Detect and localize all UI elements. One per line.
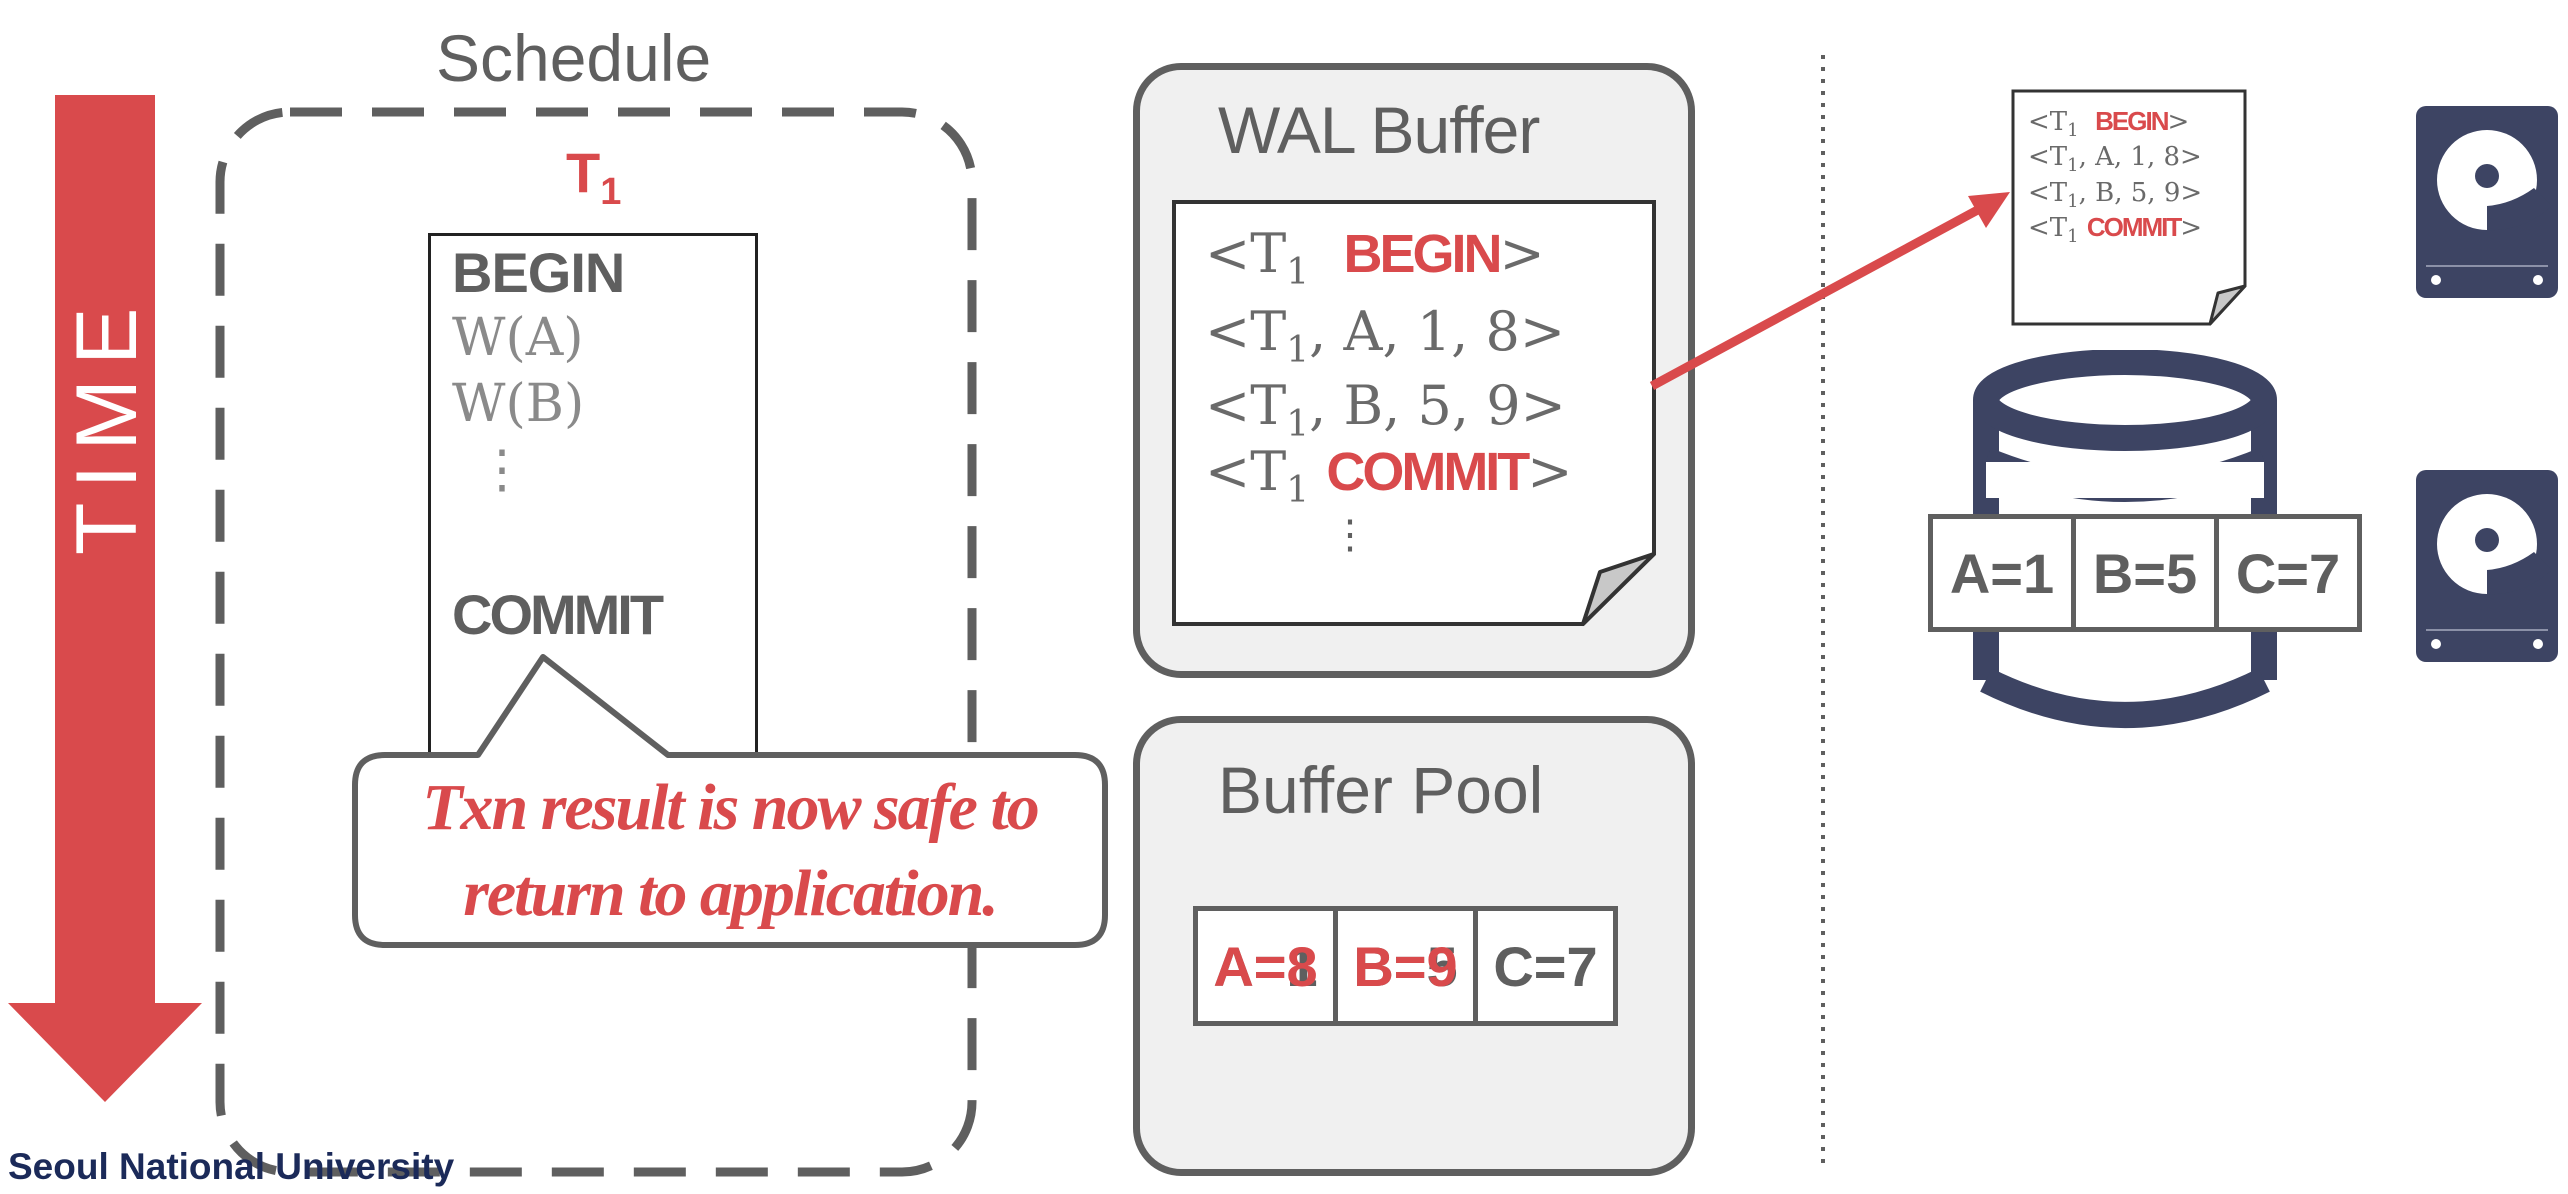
disk-record-write-b: <T1, B, 5, 9> <box>2028 178 2203 213</box>
wal-log-page <box>1172 200 1656 626</box>
db-page-a: A=1 <box>1928 514 2076 632</box>
callout-bubble <box>352 654 1108 948</box>
schedule-title: Schedule <box>436 21 712 95</box>
txn-label: T1 <box>566 141 622 214</box>
callout-text: Txn result is now safe to return to appl… <box>360 765 1100 937</box>
disk-record-write-a: <T1, A, 1, 8> <box>2028 142 2202 177</box>
disk-log-page <box>2011 89 2247 326</box>
schedule-box <box>215 107 977 1177</box>
wal-record-write-b: <T1, B, 5, 9> <box>1205 374 1566 445</box>
op-write-a: W(A) <box>452 308 584 368</box>
institution-footer: Seoul National University <box>8 1146 455 1187</box>
wal-record-write-a: <T1, A, 1, 8> <box>1205 300 1566 371</box>
disk-record-commit: <T1 COMMIT> <box>2028 212 2203 248</box>
txn-operations-box <box>428 233 758 763</box>
wal-buffer-title: WAL Buffer <box>1218 93 1540 167</box>
database-pages: A=1 B=5 C=7 <box>1928 514 2362 632</box>
wal-record-begin: <T1 BEGIN> <box>1205 222 1545 293</box>
callout-line-2: return to application. <box>463 857 999 930</box>
db-page-b: B=5 <box>2071 514 2219 632</box>
callout-line-1: Txn result is now safe to <box>422 771 1040 844</box>
op-write-b: W(B) <box>452 374 585 434</box>
pool-page-a-old: A=1 <box>1213 934 1318 998</box>
pool-page-a-new: A=8 <box>1213 934 1318 998</box>
hard-drive-icon <box>2416 106 2558 298</box>
wal-record-commit: <T1 COMMIT> <box>1205 440 1573 511</box>
op-ellipsis: ⋮ <box>476 440 528 500</box>
op-begin: BEGIN <box>452 241 625 304</box>
op-commit: COMMIT <box>452 583 664 646</box>
wal-more-ellipsis: ⋮ <box>1330 512 1370 558</box>
buffer-pool-pages: A=1 A=8 B=5 B=9 C=7 <box>1193 906 1618 1026</box>
time-arrow <box>8 95 202 1102</box>
db-page-c: C=7 <box>2214 514 2362 632</box>
buffer-pool-title: Buffer Pool <box>1218 753 1544 827</box>
pool-page-b-old: B=5 <box>1353 934 1458 998</box>
pool-page-b-new: B=9 <box>1353 934 1458 998</box>
pool-page-c: C=7 <box>1473 906 1618 1026</box>
pool-page-b: B=5 B=9 <box>1333 906 1478 1026</box>
pool-page-a: A=1 A=8 <box>1193 906 1338 1026</box>
hard-drive-icon <box>2416 470 2558 662</box>
disk-record-begin: <T1 BEGIN> <box>2028 106 2190 142</box>
